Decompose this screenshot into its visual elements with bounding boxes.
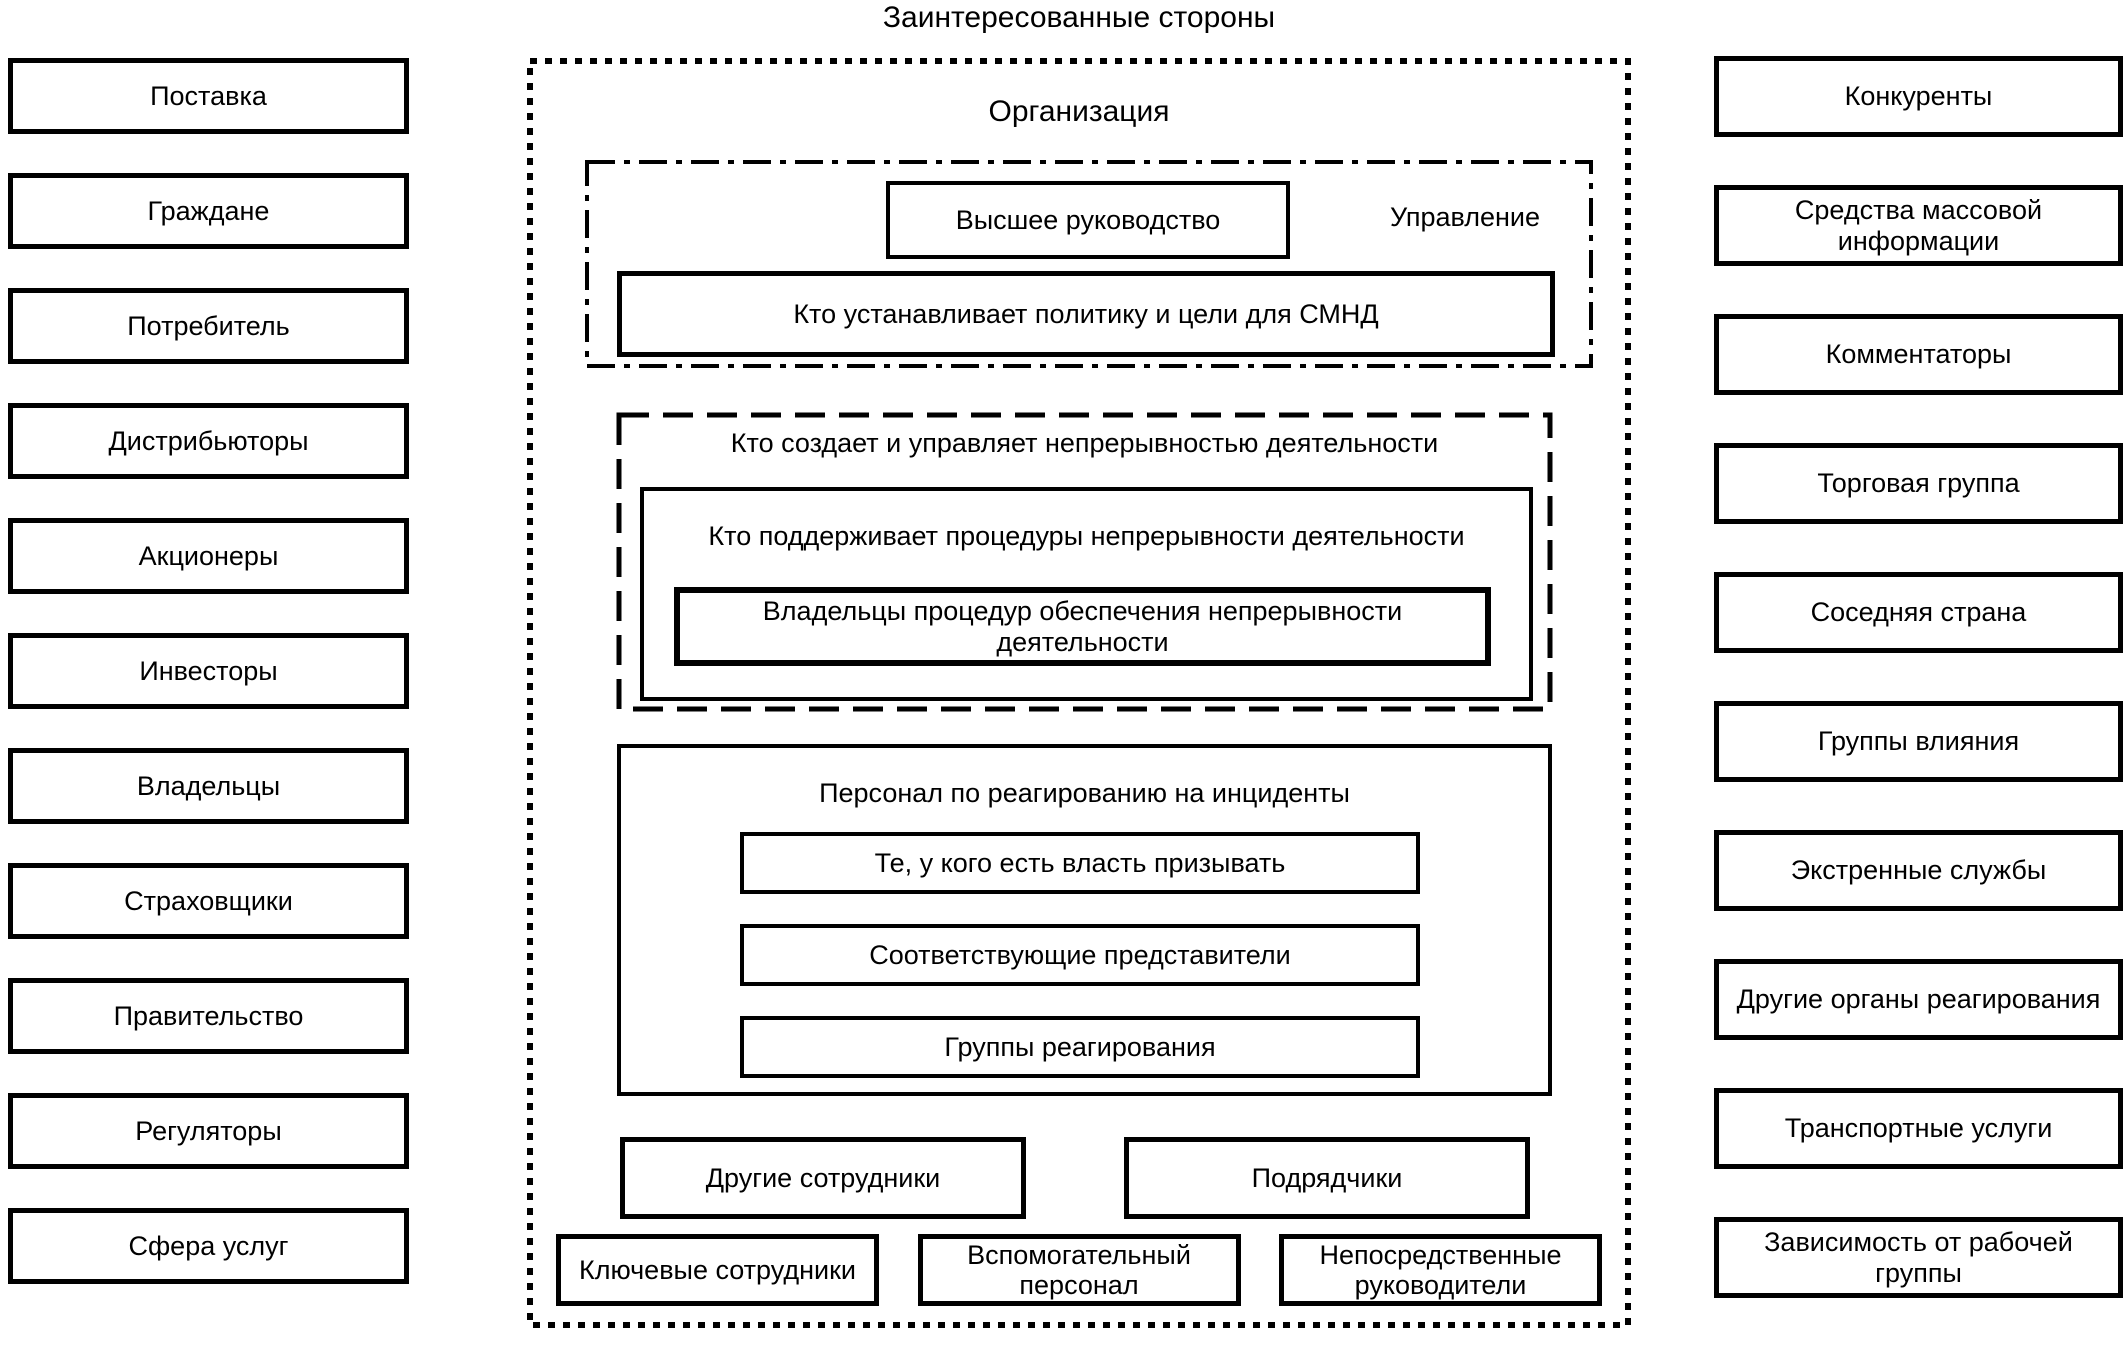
right-stakeholder-box-7: Экстренные службы bbox=[1714, 830, 2123, 911]
right-stakeholder-box-10: Зависимость от рабочей группы bbox=[1714, 1217, 2123, 1298]
page-title: Заинтересованные стороны bbox=[882, 1, 1276, 34]
incident-response-item-1: Те, у кого есть власть призывать bbox=[740, 832, 1420, 894]
left-stakeholder-box-8: Страховщики bbox=[8, 863, 409, 939]
right-stakeholder-box-2: Средства массовой информации bbox=[1714, 185, 2123, 266]
right-stakeholder-box-6: Группы влияния bbox=[1714, 701, 2123, 782]
organization-title: Организация bbox=[988, 95, 1170, 128]
top-management-box: Высшее руководство bbox=[886, 181, 1290, 259]
continuity-group-title: Кто создает и управляет непрерывностью д… bbox=[730, 427, 1439, 458]
staff-box-upper-1: Другие сотрудники bbox=[620, 1137, 1026, 1219]
staff-box-lower-1: Ключевые сотрудники bbox=[556, 1234, 879, 1306]
right-stakeholder-box-8: Другие органы реагирования bbox=[1714, 959, 2123, 1040]
staff-box-lower-2: Вспомогательный персонал bbox=[917, 1234, 1241, 1306]
left-stakeholder-box-5: Акционеры bbox=[8, 518, 409, 594]
staff-box-upper-2: Подрядчики bbox=[1124, 1137, 1530, 1219]
right-stakeholder-box-3: Комментаторы bbox=[1714, 314, 2123, 395]
left-stakeholder-box-3: Потребитель bbox=[8, 288, 409, 364]
continuity-owners-box: Владельцы процедур обеспечения непрерывн… bbox=[674, 587, 1491, 666]
left-stakeholder-box-6: Инвесторы bbox=[8, 633, 409, 709]
staff-row-lower: Ключевые сотрудники Вспомогательный персо… bbox=[556, 1234, 1602, 1306]
left-stakeholder-box-11: Сфера услуг bbox=[8, 1208, 409, 1284]
incident-response-item-2: Соответствующие представители bbox=[740, 924, 1420, 986]
incident-response-title: Персонал по реагированию на инциденты bbox=[819, 778, 1350, 808]
staff-box-lower-3: Непосредственные руководители bbox=[1279, 1234, 1602, 1306]
left-stakeholder-box-1: Поставка bbox=[8, 58, 409, 134]
left-stakeholder-box-10: Регуляторы bbox=[8, 1093, 409, 1169]
continuity-maintainers-label: Кто поддерживает процедуры непрерывности… bbox=[708, 521, 1465, 551]
left-stakeholder-box-7: Владельцы bbox=[8, 748, 409, 824]
left-stakeholder-box-2: Граждане bbox=[8, 173, 409, 249]
right-stakeholder-box-5: Соседняя страна bbox=[1714, 572, 2123, 653]
right-stakeholder-box-9: Транспортные услуги bbox=[1714, 1088, 2123, 1169]
management-group-label: Управление bbox=[1389, 201, 1541, 232]
right-stakeholder-box-1: Конкуренты bbox=[1714, 56, 2123, 137]
right-stakeholder-box-4: Торговая группа bbox=[1714, 443, 2123, 524]
staff-row-upper: Другие сотрудники Подрядчики bbox=[620, 1137, 1530, 1219]
left-stakeholder-box-4: Дистрибьюторы bbox=[8, 403, 409, 479]
left-stakeholder-box-9: Правительство bbox=[8, 978, 409, 1054]
incident-response-item-3: Группы реагирования bbox=[740, 1016, 1420, 1078]
policy-setters-box: Кто устанавливает политику и цели для СМ… bbox=[617, 271, 1555, 357]
